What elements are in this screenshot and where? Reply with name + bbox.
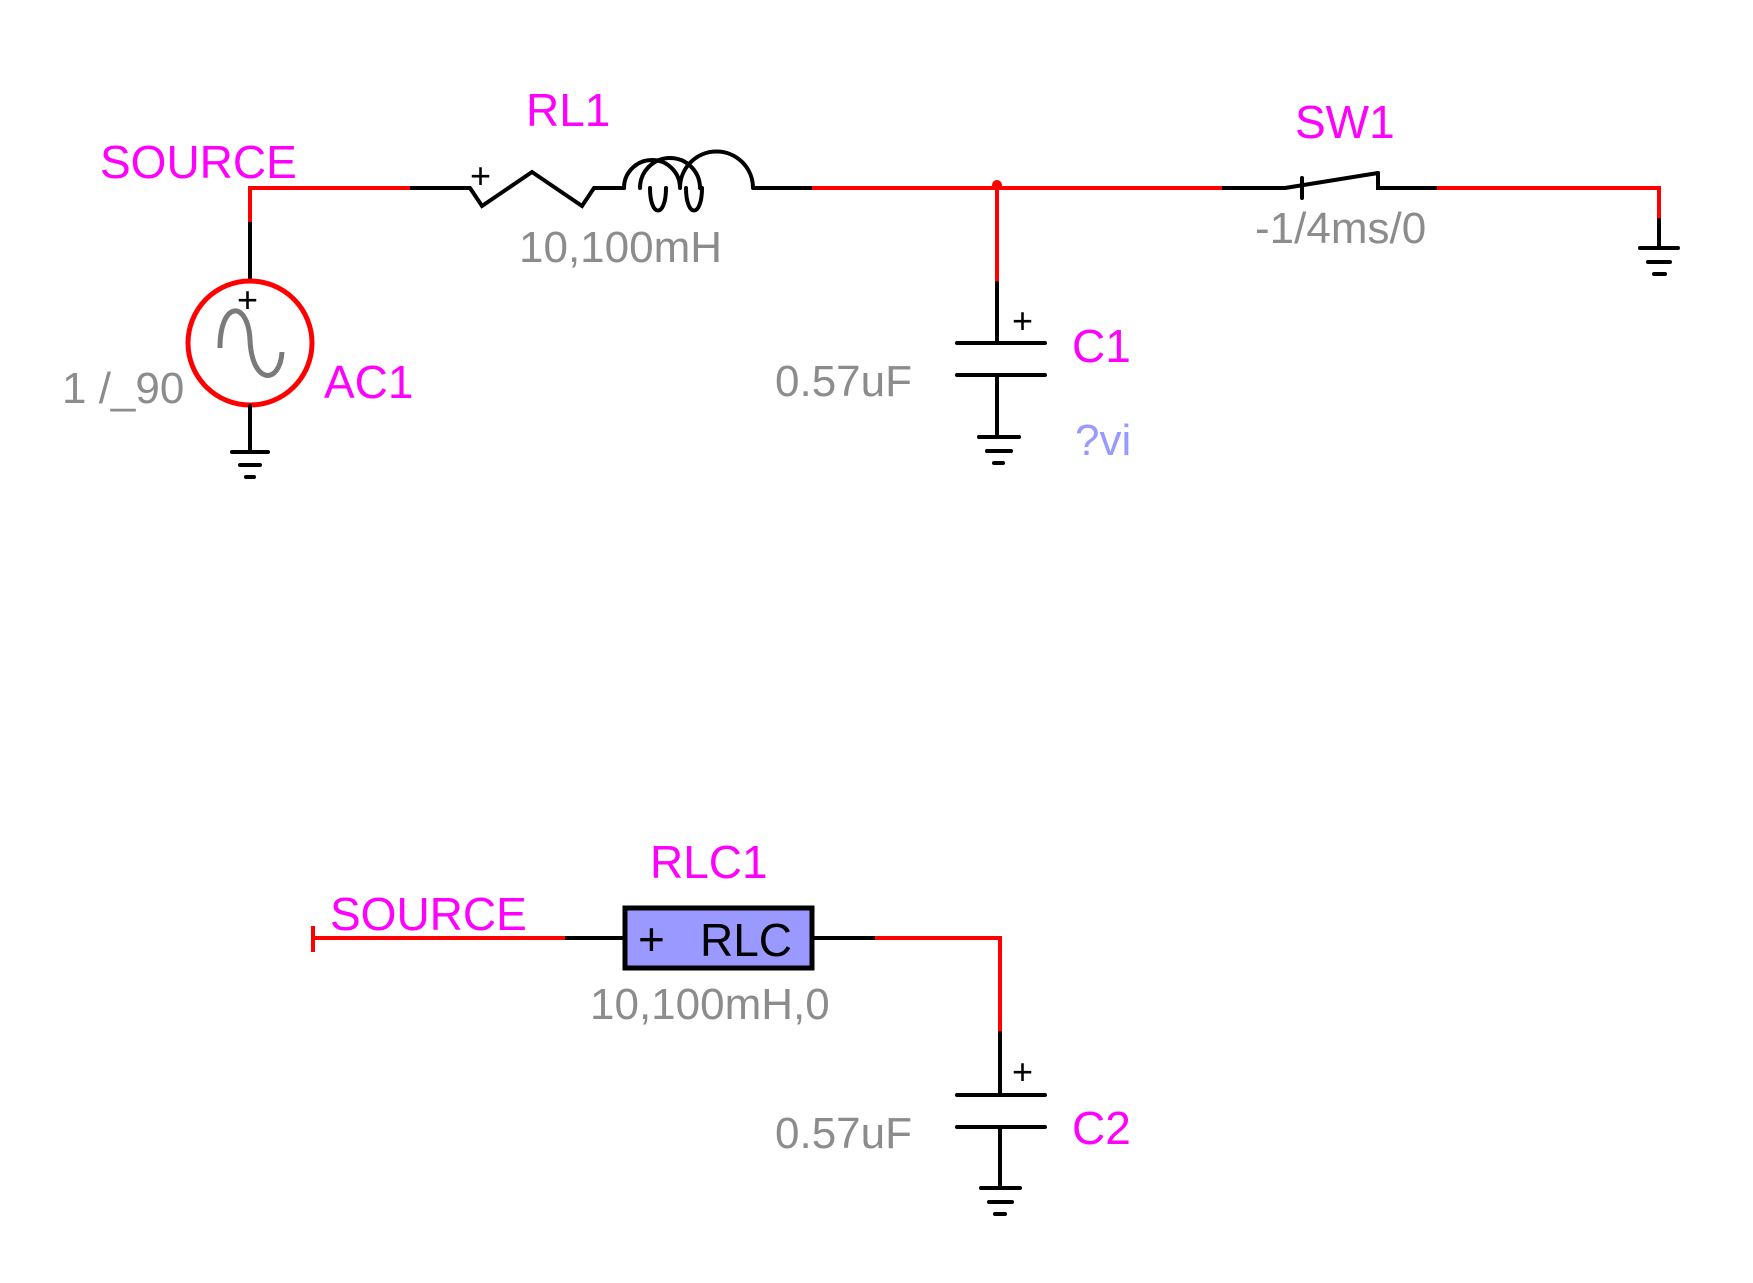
component-name: RLC1 — [650, 836, 768, 888]
polarity-plus: + — [1012, 1051, 1033, 1092]
component-name: RL1 — [526, 84, 610, 136]
wire-source-node[interactable] — [248, 186, 410, 222]
switch-icon — [1283, 171, 1380, 190]
ground-icon — [1638, 246, 1680, 276]
polarity-plus: + — [470, 155, 491, 196]
circuit-bottom: SOURCE RLC1 + RLC 10,100mH,0 + C2 0.57uF — [311, 836, 1131, 1216]
ground-icon — [977, 435, 1021, 465]
component-name: SW1 — [1295, 96, 1395, 148]
circuit-top: SOURCE + 1 /_90 AC1 RL1 + 10,100mH — [62, 84, 1680, 479]
ground-icon — [230, 450, 270, 479]
capacitor-C2[interactable]: + C2 0.57uF — [775, 1031, 1131, 1190]
component-value: 1 /_90 — [62, 364, 184, 413]
rlc-block-label: RLC — [700, 914, 792, 966]
polarity-plus: + — [1012, 300, 1033, 341]
component-value: 0.57uF — [775, 357, 912, 406]
component-value: 0.57uF — [775, 1109, 912, 1158]
inductor-icon — [622, 149, 755, 213]
probe-label[interactable]: ?vi — [1075, 416, 1131, 465]
switch-SW1[interactable]: SW1 -1/4ms/0 — [1255, 96, 1439, 253]
resistor-icon — [468, 169, 626, 209]
component-value: 10,100mH — [519, 223, 722, 272]
component-name: AC1 — [324, 356, 413, 408]
component-name: C2 — [1072, 1102, 1131, 1154]
wire-switch-to-gnd[interactable] — [1437, 186, 1661, 220]
component-value: 10,100mH,0 — [590, 980, 830, 1029]
component-value: -1/4ms/0 — [1255, 204, 1426, 253]
switch-contact — [1376, 171, 1439, 190]
wire-cap2-node[interactable] — [875, 936, 1002, 1033]
sine-wave-icon — [217, 308, 285, 378]
component-name: C1 — [1072, 320, 1131, 372]
net-label-source-bottom[interactable]: SOURCE — [330, 888, 527, 940]
resistor-inductor-RL1[interactable]: RL1 + 10,100mH — [468, 84, 755, 272]
ground-icon — [979, 1186, 1022, 1216]
ac-source-AC1[interactable]: + 1 /_90 AC1 — [62, 278, 413, 413]
capacitor-C1[interactable]: + C1 0.57uF — [775, 281, 1131, 439]
rlc-block-RLC1[interactable]: RLC1 + RLC 10,100mH,0 — [590, 836, 830, 1029]
polarity-plus: + — [237, 279, 258, 320]
polarity-plus: + — [638, 913, 665, 965]
junction-dot — [992, 180, 1002, 190]
net-label-source-top[interactable]: SOURCE — [100, 136, 297, 188]
